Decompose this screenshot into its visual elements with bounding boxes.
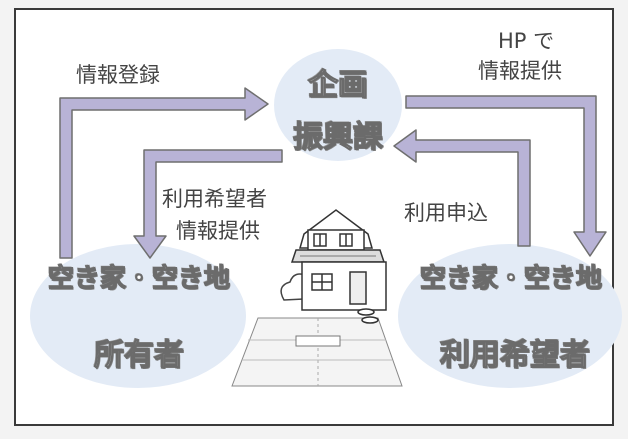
hp-info-label-line1: HP で [498, 29, 555, 53]
hp-info-label-line2: 情報提供 [478, 59, 562, 83]
owner-subtitle: 所有者 [93, 337, 184, 373]
arrow-hp-info [405, 95, 607, 257]
house-icon [231, 209, 403, 387]
applicant-info-label-line2: 情報提供 [176, 219, 260, 243]
owner-title: 空き家・空き地 [47, 263, 230, 294]
applicant-circle [398, 244, 622, 388]
arrow-info-registration [59, 87, 269, 259]
planning-dept-circle [274, 49, 402, 161]
arrow-application [393, 129, 531, 247]
applicant-title: 空き家・空き地 [419, 263, 602, 294]
application-label: 利用申込 [404, 201, 488, 225]
applicant-info-label-line1: 利用希望者 [162, 187, 267, 211]
applicant-subtitle: 利用希望者 [439, 337, 590, 373]
planning-dept-subtitle: 振興課 [292, 119, 383, 155]
arrow-applicant-info [133, 149, 283, 259]
info-registration-label: 情報登録 [76, 63, 160, 87]
planning-dept-title: 企画 [307, 67, 368, 103]
owner-circle [30, 244, 246, 388]
